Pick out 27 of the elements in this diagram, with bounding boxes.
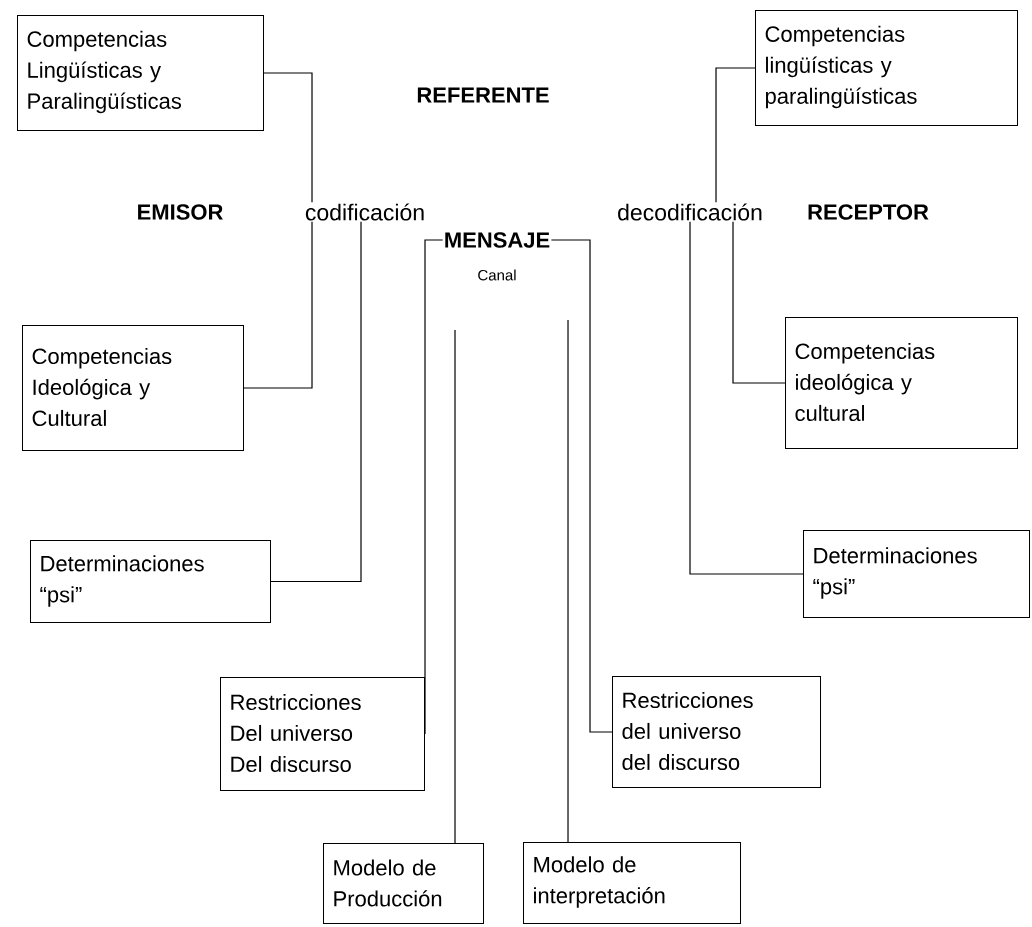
connector-line: [732, 221, 786, 384]
text-box: Modelo de interpretación: [523, 842, 741, 924]
heading-label: EMISOR: [138, 204, 223, 220]
connector-line: [270, 221, 362, 583]
connector-line: [263, 72, 313, 203]
process-label: codificación: [305, 203, 424, 221]
text-box: Restricciones del universo del discurso: [612, 676, 821, 788]
connector-line: [424, 239, 444, 735]
connector-line: [550, 239, 613, 733]
text-box: Determinaciones “psi”: [803, 530, 1030, 618]
text-box: Restricciones Del universo Del discurso: [220, 677, 425, 791]
text-box: Competencias ideológica y cultural: [785, 317, 1018, 449]
heading-label: MENSAJE: [445, 232, 550, 248]
text-box: Modelo de Producción: [323, 843, 484, 924]
text-box: Determinaciones “psi”: [30, 540, 271, 623]
text-box: Competencias lingüísticas y paralingüísticas: [755, 10, 1018, 126]
text-box: Competencias Ideológica y Cultural: [22, 325, 244, 451]
connector-line: [715, 67, 756, 203]
heading-label: REFERENTE: [417, 87, 549, 103]
connector-line: [243, 221, 313, 389]
process-label: decodificación: [618, 203, 762, 221]
connector-line: [454, 329, 456, 844]
text-box: Competencias Lingüísticas y Paralingüísticas: [17, 15, 264, 131]
channel-label: Canal: [478, 269, 516, 281]
heading-label: RECEPTOR: [808, 204, 929, 220]
connector-line: [689, 221, 804, 575]
connector-line: [567, 319, 569, 843]
